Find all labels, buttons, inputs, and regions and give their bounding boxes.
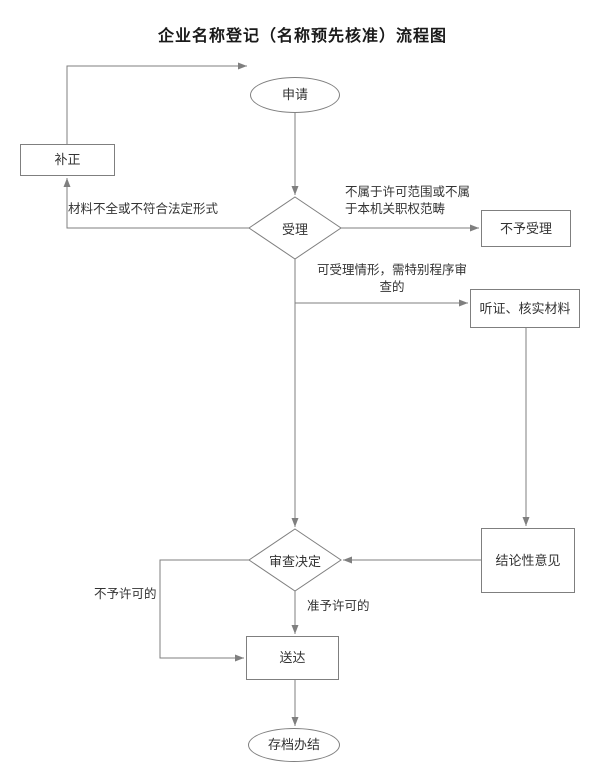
edge-correction-to-apply: [66, 62, 247, 144]
node-hearing: 听证、核实材料: [470, 289, 580, 328]
node-archive: 存档办结: [248, 728, 340, 762]
label-out-of-scope: 不属于许可范围或不属 于本机关职权范畴: [345, 185, 471, 216]
label-special-review: 可受理情形，需特别程序审 查的: [316, 263, 467, 294]
page-title: 企业名称登记（名称预先核准）流程图: [157, 28, 447, 45]
diamond-group: [248, 196, 342, 592]
decision-diamond-shape: [248, 528, 342, 592]
label-incomplete-materials: 材料不全或不符合法定形式: [68, 202, 219, 216]
node-correction: 补正: [20, 144, 115, 176]
node-acceptance: 受理: [281, 221, 308, 237]
node-delivery: 送达: [246, 636, 339, 680]
node-apply: 申请: [250, 77, 340, 113]
node-reject: 不予受理: [481, 210, 571, 247]
edge-acceptance-to-correction: [63, 178, 249, 229]
label-permitted: 准予许可的: [307, 599, 370, 613]
label-not-permitted: 不予许可的: [94, 587, 157, 601]
node-decision: 审查决定: [268, 553, 321, 569]
edge-decision-to-delivery-denied: [159, 559, 249, 662]
acceptance-diamond-shape: [248, 196, 342, 260]
node-conclusion: 结论性意见: [481, 528, 575, 593]
edge-group: [63, 62, 530, 726]
